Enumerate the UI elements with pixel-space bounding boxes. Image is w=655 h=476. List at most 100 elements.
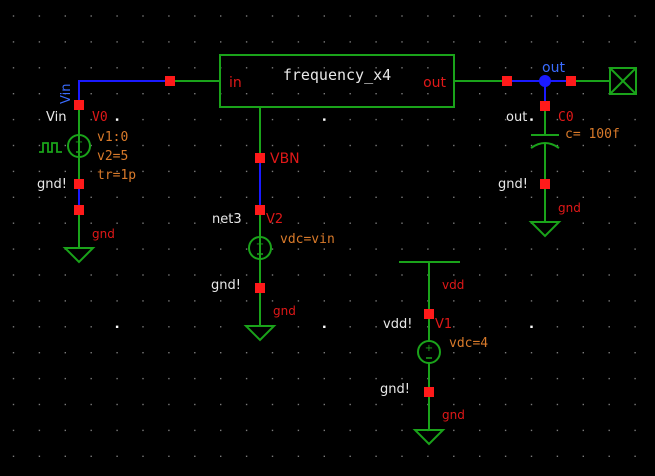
pin-c0-bottom[interactable]: [540, 179, 550, 189]
ground-icon: [412, 429, 446, 446]
grid-dot: [245, 15, 248, 17]
grid-dot: [220, 274, 222, 276]
pin-v1-top[interactable]: [424, 309, 434, 319]
grid-dot: [90, 196, 92, 198]
grid-dot: [12, 455, 15, 457]
grid-dot: [349, 352, 351, 354]
grid-dot: [194, 196, 196, 198]
grid-dot: [168, 67, 170, 69]
grid-dot: [297, 118, 300, 121]
grid-dot: [453, 15, 455, 17]
grid-dot: [453, 429, 455, 432]
pin-v0-bottom[interactable]: [74, 179, 84, 189]
param-v1: v1:0: [97, 130, 128, 145]
grid-dot: [556, 455, 559, 457]
grid-dot: [142, 455, 144, 457]
grid-dot: [12, 170, 15, 173]
grid-dot: [297, 352, 300, 354]
pin-out-terminal[interactable]: [566, 76, 576, 86]
grid-dot: [142, 377, 144, 380]
instance-label-v1: V1: [435, 317, 452, 332]
source-v0[interactable]: + Vin V0 v1:0 v2=5 tr=1p gnd! gnd: [37, 100, 136, 264]
grid-dot: [116, 274, 118, 276]
grid-dot: [453, 300, 455, 302]
pin-v0-top[interactable]: [74, 100, 84, 110]
grid-dot: [453, 326, 455, 328]
grid-dot: [504, 196, 507, 198]
source-v1[interactable]: vdd + vdd! V1 vdc=4 gnd! gnd: [380, 261, 488, 446]
grid-dot: [12, 196, 15, 198]
grid-dot: [401, 352, 403, 354]
grid-dot: [116, 429, 118, 432]
grid-dot: [401, 455, 403, 457]
grid-dot: [297, 196, 300, 198]
pin-c0-top[interactable]: [540, 101, 550, 111]
grid-dot: [64, 300, 66, 302]
pin-block-in[interactable]: [165, 76, 175, 86]
input-net[interactable]: Vin: [59, 76, 220, 106]
grid-dot: [582, 170, 584, 173]
wire-vin[interactable]: [78, 80, 170, 106]
grid-dot: [323, 352, 325, 354]
grid-dot: [349, 429, 351, 432]
grid-dot: [479, 300, 481, 302]
grid-dot: [504, 429, 507, 432]
grid-dot: [479, 15, 481, 17]
grid-dot: [12, 41, 15, 43]
grid-dot: [504, 377, 507, 380]
grid-dot: [427, 455, 429, 457]
output-net[interactable]: out: [454, 60, 637, 101]
grid-dot: [90, 170, 92, 173]
grid-dot: [427, 403, 429, 406]
v0-body: [67, 134, 91, 158]
pin-block-vbn[interactable]: [255, 153, 265, 163]
grid-dot: [401, 403, 403, 406]
grid-dot: [453, 403, 455, 406]
grid-dot: [323, 429, 325, 432]
grid-dot: [504, 274, 507, 276]
pin-gnd2[interactable]: [255, 283, 265, 293]
grid-dot: [401, 248, 403, 250]
grid-dot: [194, 93, 196, 95]
grid-dot: [582, 274, 584, 276]
capacitor-c0[interactable]: out C0 c= 100f gnd! gnd: [498, 101, 620, 238]
pin-gnd0[interactable]: [74, 205, 84, 215]
grid-dot: [401, 222, 403, 224]
grid-dot: [297, 170, 300, 173]
grid-dot: [90, 41, 92, 43]
grid-dot: [530, 144, 533, 147]
param-vdc-4: vdc=4: [449, 336, 488, 351]
pin-v2-top[interactable]: [255, 205, 265, 215]
grid-dot: [64, 170, 66, 173]
grid-dot: [168, 144, 170, 147]
grid-dot: [530, 300, 533, 302]
block-frequency-x4[interactable]: frequency_x4 in out: [219, 54, 455, 108]
grid-dot: [64, 67, 66, 69]
grid-dot: [323, 222, 325, 224]
pin-block-out[interactable]: [502, 76, 512, 86]
grid-dot: [401, 429, 403, 432]
grid-dot: [556, 15, 559, 17]
grid-dot: [453, 455, 455, 457]
grid-dot: [556, 274, 559, 276]
grid-dot: [142, 403, 144, 406]
grid-dot: [375, 118, 377, 121]
grid-dot: [375, 429, 377, 432]
grid-dot: [427, 144, 429, 147]
net-label-vdd: vdd!: [383, 317, 412, 332]
grid-dot: [297, 274, 300, 276]
grid-dot: [530, 274, 533, 276]
grid-dot: [90, 15, 92, 17]
output-pin-terminal[interactable]: [609, 67, 637, 95]
grid-dot: [12, 274, 15, 276]
grid-dot: [297, 326, 300, 328]
grid-dot: [349, 118, 351, 121]
grid-dot: [142, 248, 144, 250]
source-v2[interactable]: VBN + net3 V2 vdc=vin gnd! gnd: [211, 107, 335, 342]
pulse-source-icon: [39, 142, 62, 153]
grid-dot: [90, 93, 92, 95]
pin-gnd1[interactable]: [424, 387, 434, 397]
grid-dot: [220, 41, 222, 43]
grid-dot: [453, 170, 455, 173]
